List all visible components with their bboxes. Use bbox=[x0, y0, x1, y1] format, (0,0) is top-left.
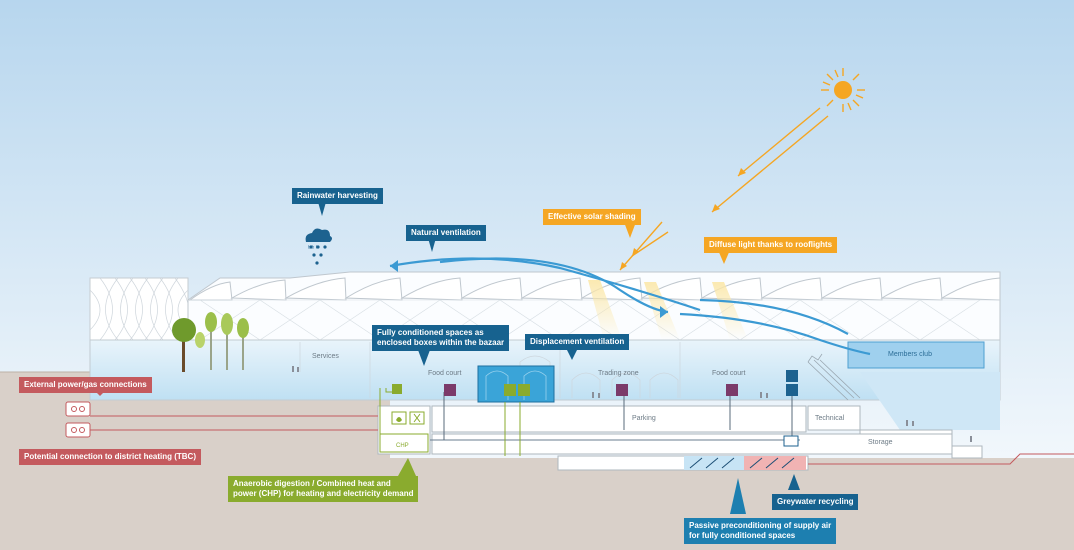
label-conditioned-spaces: Fully conditioned spaces as enclosed box… bbox=[372, 325, 510, 351]
label-diffuse-light: Diffuse light thanks to rooflights bbox=[704, 237, 838, 253]
label-anaerobic-digestion: Anaerobic digestion / Combined heat and … bbox=[228, 476, 419, 502]
svg-text:CHP: CHP bbox=[396, 443, 409, 449]
sun-icon bbox=[821, 68, 865, 112]
label-external-power: External power/gas connections bbox=[19, 377, 152, 393]
label-displacement-ventilation: Displacement ventilation bbox=[525, 334, 630, 350]
lattice-facade bbox=[89, 277, 191, 341]
zone-food-court-1: Food court bbox=[428, 370, 462, 377]
label-anaerobic-line1: Anaerobic digestion / Combined heat and bbox=[233, 479, 391, 488]
right-glass-area bbox=[860, 372, 1000, 430]
zone-members-club: Members club bbox=[888, 351, 932, 358]
label-conditioned-spaces-line2: enclosed boxes within the bazaar bbox=[377, 338, 505, 347]
label-passive-preconditioning: Passive preconditioning of supply air fo… bbox=[684, 518, 837, 544]
sun-rays bbox=[619, 107, 829, 271]
zone-technical: Technical bbox=[815, 415, 845, 422]
label-passive-line2: for fully conditioned spaces bbox=[689, 531, 796, 540]
zone-trading-zone: Trading zone bbox=[598, 370, 639, 377]
stairs bbox=[807, 353, 861, 401]
tree-icon bbox=[172, 312, 249, 372]
label-rainwater-harvesting: Rainwater harvesting bbox=[292, 188, 383, 204]
sawtooth-roof bbox=[187, 271, 1001, 341]
label-solar-shading: Effective solar shading bbox=[543, 209, 641, 225]
label-pointers bbox=[96, 202, 800, 514]
label-natural-ventilation: Natural ventilation bbox=[406, 225, 486, 241]
label-anaerobic-line2: power (CHP) for heating and electricity … bbox=[233, 489, 414, 498]
ground-lower bbox=[390, 458, 1074, 550]
airflow-arrows bbox=[389, 257, 871, 356]
label-district-heating: Potential connection to district heating… bbox=[19, 449, 201, 465]
zone-storage: Storage bbox=[868, 439, 893, 446]
people bbox=[292, 366, 972, 442]
service-pipes bbox=[90, 388, 1074, 465]
zone-food-court-2: Food court bbox=[712, 370, 746, 377]
members-club-box bbox=[847, 341, 985, 369]
svg-text:ᵇ ᵇ ᵇ: ᵇ ᵇ ᵇ bbox=[308, 245, 319, 252]
zone-parking: Parking bbox=[632, 415, 656, 422]
technical-room bbox=[807, 405, 861, 431]
parking-level bbox=[431, 405, 807, 433]
label-greywater-recycling: Greywater recycling bbox=[772, 494, 859, 510]
label-passive-line1: Passive preconditioning of supply air bbox=[689, 521, 832, 530]
rain-cloud-icon: ᵇ ᵇ ᵇ bbox=[305, 228, 332, 265]
external-connection-boxes bbox=[65, 401, 91, 438]
zone-icons bbox=[444, 370, 799, 447]
storage-level bbox=[431, 433, 953, 455]
label-conditioned-spaces-line1: Fully conditioned spaces as bbox=[377, 328, 484, 337]
zone-services: Services bbox=[312, 353, 339, 360]
plant-room-icons: CHP bbox=[391, 384, 425, 449]
